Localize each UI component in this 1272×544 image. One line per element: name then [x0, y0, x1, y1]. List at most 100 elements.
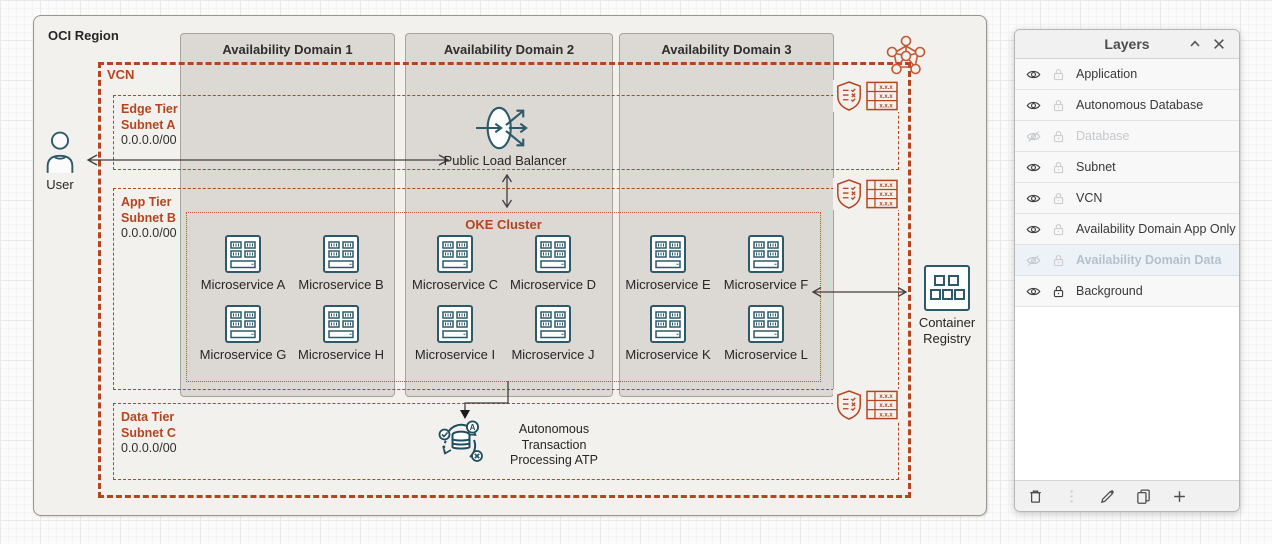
- vcn-label: VCN: [107, 67, 135, 82]
- microservice-g-label: Microservice G: [199, 347, 287, 362]
- registry-label-line2: Registry: [923, 330, 971, 346]
- microservice-icon: [746, 304, 786, 344]
- layers-panel-title: Layers: [1104, 36, 1150, 52]
- duplicate-layer-icon[interactable]: [1135, 488, 1152, 505]
- availability-domain-2-label: Availability Domain 2: [443, 42, 575, 57]
- vcn-container[interactable]: [98, 62, 911, 498]
- subnet-a-cidr-label: 0.0.0.0/00: [121, 133, 177, 148]
- layer-row-availability-domain-data[interactable]: Availability Domain Data: [1015, 245, 1239, 276]
- lock-icon[interactable]: [1051, 67, 1066, 82]
- layer-label: Availability Domain App Only: [1076, 222, 1236, 236]
- add-layer-icon[interactable]: [1171, 488, 1188, 505]
- subnet-edge-tier[interactable]: Edge Tier Subnet A 0.0.0.0/00: [113, 95, 899, 170]
- delete-layer-icon[interactable]: [1027, 488, 1044, 505]
- app-security-route-pair[interactable]: [833, 178, 900, 210]
- locked-icon[interactable]: [1051, 284, 1066, 299]
- microservice-h-node[interactable]: Microservice H: [286, 304, 396, 363]
- microservice-icon: [321, 304, 361, 344]
- microservice-j-node[interactable]: Microservice J: [498, 304, 608, 363]
- load-balancer-icon[interactable]: [474, 103, 534, 153]
- lock-icon[interactable]: [1051, 160, 1066, 175]
- lock-icon[interactable]: [1051, 191, 1066, 206]
- layer-row-autonomous-database[interactable]: Autonomous Database: [1015, 90, 1239, 121]
- microservice-icon: [321, 234, 361, 274]
- data-security-route-pair[interactable]: [833, 389, 900, 421]
- visibility-toggle-icon[interactable]: [1026, 222, 1041, 237]
- security-list-icon: [835, 178, 863, 210]
- microservice-icon: [648, 304, 688, 344]
- route-table-icon: [866, 179, 898, 209]
- microservice-a-label: Microservice A: [200, 277, 286, 292]
- visibility-off-icon[interactable]: [1026, 253, 1041, 268]
- container-registry-node[interactable]: Container Registry: [897, 264, 997, 346]
- microservice-e-node[interactable]: Microservice E: [613, 234, 723, 293]
- atp-icon[interactable]: [436, 416, 488, 468]
- microservice-b-label: Microservice B: [298, 277, 384, 292]
- microservice-d-label: Microservice D: [510, 277, 596, 292]
- layer-row-application[interactable]: Application: [1015, 59, 1239, 90]
- microservice-k-label: Microservice K: [625, 347, 711, 362]
- layers-panel-toolbar: [1015, 480, 1239, 511]
- route-table-icon: [866, 390, 898, 420]
- microservice-icon: [223, 304, 263, 344]
- subnet-c-cidr-label: 0.0.0.0/00: [121, 441, 177, 456]
- availability-domain-3[interactable]: Availability Domain 3: [619, 33, 834, 397]
- layer-label: VCN: [1076, 191, 1103, 205]
- availability-domain-1-label: Availability Domain 1: [222, 42, 353, 57]
- subnet-b-cidr-label: 0.0.0.0/00: [121, 226, 177, 241]
- microservice-k-node[interactable]: Microservice K: [613, 304, 723, 363]
- microservice-d-node[interactable]: Microservice D: [498, 234, 608, 293]
- lock-icon[interactable]: [1051, 253, 1066, 268]
- registry-label-line1: Container: [918, 315, 976, 330]
- layer-row-availability-domain-app-only[interactable]: Availability Domain App Only: [1015, 214, 1239, 245]
- availability-domain-3-label: Availability Domain 3: [661, 42, 792, 57]
- atp-label: Autonomous Transaction Processing ATP: [509, 422, 598, 468]
- user-label: User: [46, 177, 74, 192]
- availability-domain-1[interactable]: Availability Domain 1: [180, 33, 395, 397]
- layer-row-database[interactable]: Database: [1015, 121, 1239, 152]
- layer-label: Subnet: [1076, 160, 1116, 174]
- layer-label: Database: [1076, 129, 1130, 143]
- subnet-a-tier-label: Edge Tier: [121, 102, 178, 116]
- more-options-icon[interactable]: [1063, 488, 1080, 505]
- layer-row-background[interactable]: Background: [1015, 276, 1239, 307]
- layer-label: Availability Domain Data: [1076, 253, 1222, 267]
- microservice-j-label: Microservice J: [511, 347, 595, 362]
- visibility-toggle-icon[interactable]: [1026, 191, 1041, 206]
- edit-layer-icon[interactable]: [1099, 488, 1116, 505]
- user-node[interactable]: User: [26, 130, 94, 193]
- layer-row-subnet[interactable]: Subnet: [1015, 152, 1239, 183]
- lock-icon[interactable]: [1051, 129, 1066, 144]
- microservice-b-node[interactable]: Microservice B: [286, 234, 396, 293]
- route-table-icon: [866, 81, 898, 111]
- visibility-toggle-icon[interactable]: [1026, 98, 1041, 113]
- microservice-c-label: Microservice C: [412, 277, 498, 292]
- subnet-b-tier-label: App Tier: [121, 195, 172, 209]
- user-icon: [41, 130, 79, 174]
- visibility-off-icon[interactable]: [1026, 129, 1041, 144]
- edge-security-route-pair[interactable]: [833, 80, 900, 112]
- visibility-toggle-icon[interactable]: [1026, 160, 1041, 175]
- internet-gateway-icon[interactable]: [882, 34, 930, 78]
- lock-icon[interactable]: [1051, 222, 1066, 237]
- visibility-toggle-icon[interactable]: [1026, 67, 1041, 82]
- collapse-panel-icon[interactable]: [1187, 36, 1203, 52]
- security-list-icon: [835, 389, 863, 421]
- microservice-f-label: Microservice F: [723, 277, 809, 292]
- layer-row-vcn[interactable]: VCN: [1015, 183, 1239, 214]
- microservice-l-label: Microservice L: [724, 347, 808, 362]
- microservice-g-node[interactable]: Microservice G: [188, 304, 298, 363]
- microservice-icon: [533, 304, 573, 344]
- microservice-l-node[interactable]: Microservice L: [711, 304, 821, 363]
- visibility-toggle-icon[interactable]: [1026, 284, 1041, 299]
- load-balancer-label: Public Load Balancer: [443, 153, 567, 168]
- close-panel-icon[interactable]: [1211, 36, 1227, 52]
- microservice-f-node[interactable]: Microservice F: [711, 234, 821, 293]
- microservice-i-node[interactable]: Microservice I: [400, 304, 510, 363]
- microservice-c-node[interactable]: Microservice C: [400, 234, 510, 293]
- microservice-e-label: Microservice E: [625, 277, 711, 292]
- microservice-i-label: Microservice I: [414, 347, 496, 362]
- microservice-a-node[interactable]: Microservice A: [188, 234, 298, 293]
- lock-icon[interactable]: [1051, 98, 1066, 113]
